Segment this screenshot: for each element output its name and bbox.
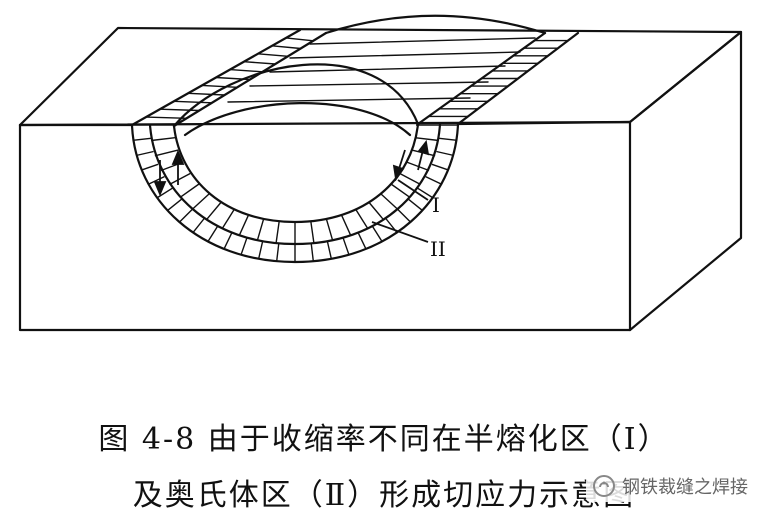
grain-cell-divider	[207, 225, 219, 242]
figure-caption-line-2: 及奥氏体区（Ⅱ）形成切应力示意图	[132, 478, 636, 513]
watermark: 钢铁裁缝之焊接	[586, 470, 754, 502]
bevel-cell-divider	[229, 68, 263, 73]
bevel-cell-divider	[215, 76, 251, 81]
grain-cell-divider	[380, 193, 398, 210]
grain-cell-divider	[238, 214, 250, 236]
shear-arrow-left-pair	[153, 149, 185, 197]
bevel-cell-divider	[159, 108, 200, 112]
block-top-front-edge-right	[456, 120, 632, 126]
zone-I-inner-boundary	[172, 122, 420, 224]
grain-cell-divider	[154, 149, 179, 157]
weld-bead-crown	[324, 14, 547, 35]
grain-cell-divider	[368, 201, 384, 220]
grain-cell-divider	[169, 172, 191, 186]
zone-II-label: II	[430, 237, 446, 261]
grain-cell-divider	[275, 221, 280, 244]
bevel-cell-divider	[271, 45, 301, 50]
grain-cell-divider	[206, 201, 222, 220]
grain-cell-divider	[390, 183, 411, 198]
grain-cell-divider	[325, 218, 334, 241]
grain-cell-divider	[256, 218, 265, 241]
bevel-cell-divider	[145, 116, 187, 119]
grain-cell-divider	[192, 217, 206, 233]
grain-cell-hatching	[132, 37, 568, 262]
grain-cell-divider	[179, 208, 193, 223]
grain-cell-divider	[407, 198, 423, 211]
bead-fusion-surface	[183, 102, 412, 137]
grain-cell-divider	[310, 243, 314, 262]
block-right-face	[628, 30, 743, 332]
grain-cell-divider	[147, 175, 165, 186]
grain-cell-divider	[326, 240, 332, 259]
grain-cell-divider	[258, 240, 264, 259]
grain-cell-divider	[357, 231, 367, 249]
grain-cell-divider	[167, 198, 183, 211]
grain-cell-divider	[310, 221, 315, 244]
bevel-cell-divider	[201, 84, 238, 88]
grain-cell-divider	[192, 193, 210, 210]
grain-cell-divider	[276, 243, 280, 262]
zone-I-label: I	[432, 193, 440, 217]
grain-cell-divider	[179, 183, 200, 198]
grain-cell-divider	[135, 150, 154, 157]
bevel-cell-divider	[187, 92, 225, 96]
grain-cell-divider	[417, 187, 434, 199]
figure-caption-line-1: 图 4-8 由于收缩率不同在半熔化区（Ⅰ）	[98, 422, 670, 457]
grain-cell-divider	[406, 161, 430, 172]
grain-cell-divider	[156, 187, 173, 199]
grain-cell-divider	[354, 208, 369, 229]
bevel-cell-divider	[285, 37, 314, 42]
grain-cell-divider	[371, 225, 383, 242]
grain-cell-divider	[342, 237, 350, 255]
grain-cell-divider	[425, 175, 443, 186]
leader-zone-II	[371, 221, 429, 243]
grain-cell-divider	[436, 150, 455, 157]
ripple-4	[249, 81, 489, 87]
watermark-text: 钢铁裁缝之焊接	[622, 477, 748, 498]
grain-cell-divider	[431, 163, 450, 171]
bevel-cell-divider	[257, 53, 289, 57]
grain-cell-divider	[240, 237, 248, 255]
ripple-2	[289, 51, 521, 59]
bevel-cell-divider	[173, 100, 213, 104]
grain-cell-divider	[414, 137, 439, 142]
grain-cell-divider	[397, 208, 411, 223]
grain-cell-divider	[439, 137, 458, 141]
grain-cell-divider	[399, 172, 421, 186]
block-front-face	[18, 120, 632, 332]
shear-arrow-right-pair	[392, 139, 430, 182]
bevel-cell-divider	[243, 61, 276, 65]
ripple-5	[227, 97, 471, 103]
ripple-3	[269, 65, 506, 73]
grain-cell-divider	[223, 231, 233, 249]
grain-cell-divider	[140, 163, 159, 171]
grain-cell-divider	[151, 137, 176, 142]
grain-cell-divider	[340, 214, 352, 236]
grain-cell-divider	[221, 208, 236, 229]
grain-cell-divider	[132, 137, 151, 141]
ripple-1	[309, 37, 536, 45]
leader-zone-I	[397, 179, 429, 201]
wechat-official-account-icon	[593, 475, 615, 497]
